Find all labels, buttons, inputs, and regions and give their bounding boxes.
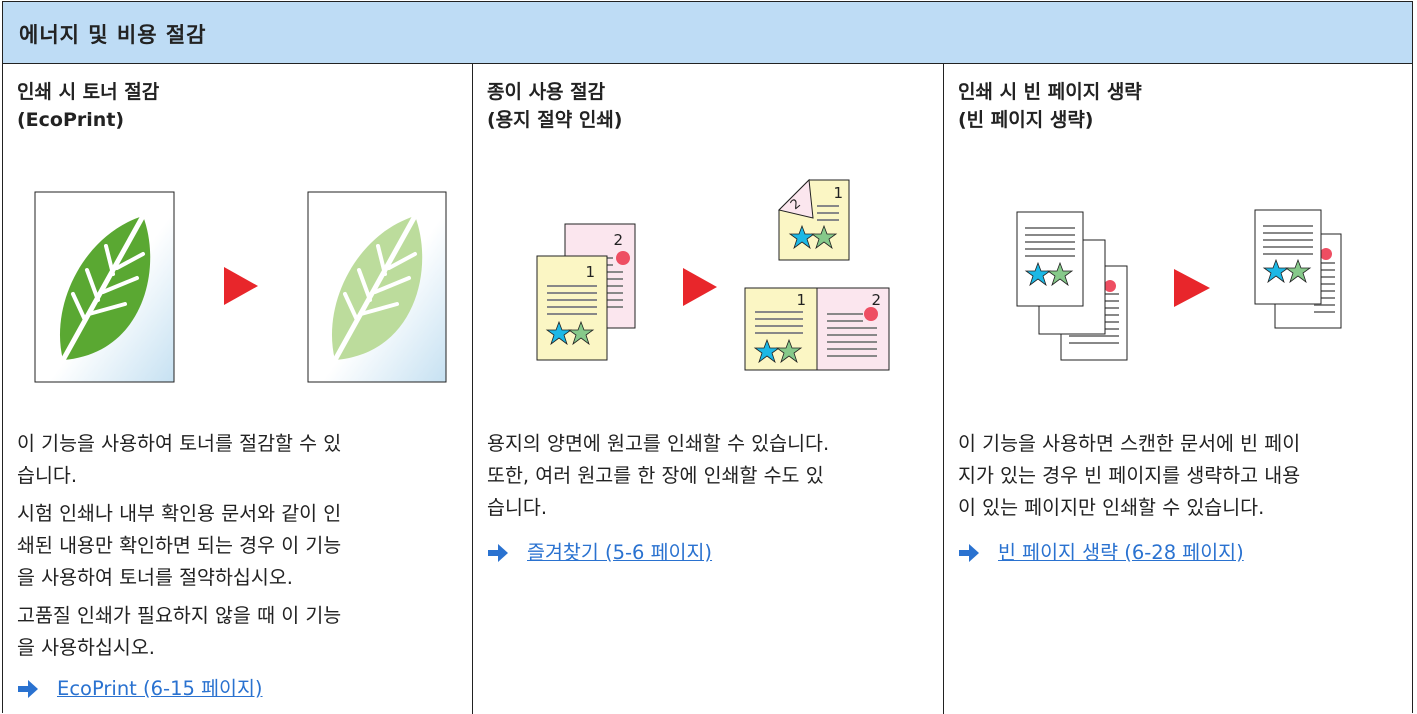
ecoprint-link[interactable]: EcoPrint (6-15 페이지) [57,677,263,700]
description-paragraph: 시험 인쇄나 내부 확인용 문서와 같이 인 쇄된 내용만 확인하면 되는 경우… [17,502,342,589]
three-page-original-icon [1016,211,1128,361]
column-title: 인쇄 시 빈 페이지 생략 (빈 페이지 생략) [958,81,1142,131]
svg-text:1: 1 [585,263,595,281]
arrow-right-icon [1174,269,1210,307]
description-paragraph: 이 기능을 사용하면 스캔한 문서에 빈 페이 지가 있는 경우 빈 페이지를 … [958,432,1301,519]
column-title: 종이 사용 절감 (용지 절약 인쇄) [487,81,623,131]
paper-saving-illustration: 2 1 [536,178,890,371]
column-divider [943,64,944,714]
svg-text:2: 2 [613,231,623,249]
two-page-result-icon [1254,209,1342,329]
favorites-link[interactable]: 즐겨찾기 (5-6 페이지) [527,541,713,564]
ecoprint-illustration [34,191,447,383]
svg-text:1: 1 [796,291,806,309]
column-paper-saving: 종이 사용 절감 (용지 절약 인쇄) 2 1 [473,64,943,714]
section-title: 에너지 및 비용 절감 [19,23,207,47]
duplex-page-icon: 1 2 [778,178,850,261]
description-paragraph: 이 기능을 사용하여 토너를 절감할 수 있 습니다. [17,432,342,487]
description-paragraph: 고품질 인쇄가 필요하지 않을 때 이 기능 을 사용하십시오. [17,604,342,659]
svg-text:1: 1 [833,184,843,202]
svg-text:2: 2 [871,291,881,309]
arrow-right-icon [18,680,38,698]
arrow-right-icon [959,544,979,562]
page-saved-toner-icon [307,191,447,383]
two-page-original-icon: 2 1 [536,223,636,361]
section-header: 에너지 및 비용 절감 [3,2,1412,64]
page-full-toner-icon [34,191,175,383]
arrow-right-icon [488,544,508,562]
arrow-right-icon [224,267,258,305]
column-blank-page-skip: 인쇄 시 빈 페이지 생략 (빈 페이지 생략) [944,64,1414,714]
two-up-page-icon: 1 2 [744,287,890,371]
arrow-right-icon [683,268,717,306]
description-paragraph: 용지의 양면에 원고를 인쇄할 수 있습니다. 또한, 여러 원고를 한 장에 … [487,432,830,519]
blank-page-skip-link[interactable]: 빈 페이지 생략 (6-28 페이지) [998,541,1244,564]
column-ecoprint: 인쇄 시 토너 절감 (EcoPrint) [3,64,472,714]
column-title: 인쇄 시 토너 절감 (EcoPrint) [17,81,160,131]
blank-page-skip-illustration [1016,209,1342,361]
column-divider [472,64,473,714]
